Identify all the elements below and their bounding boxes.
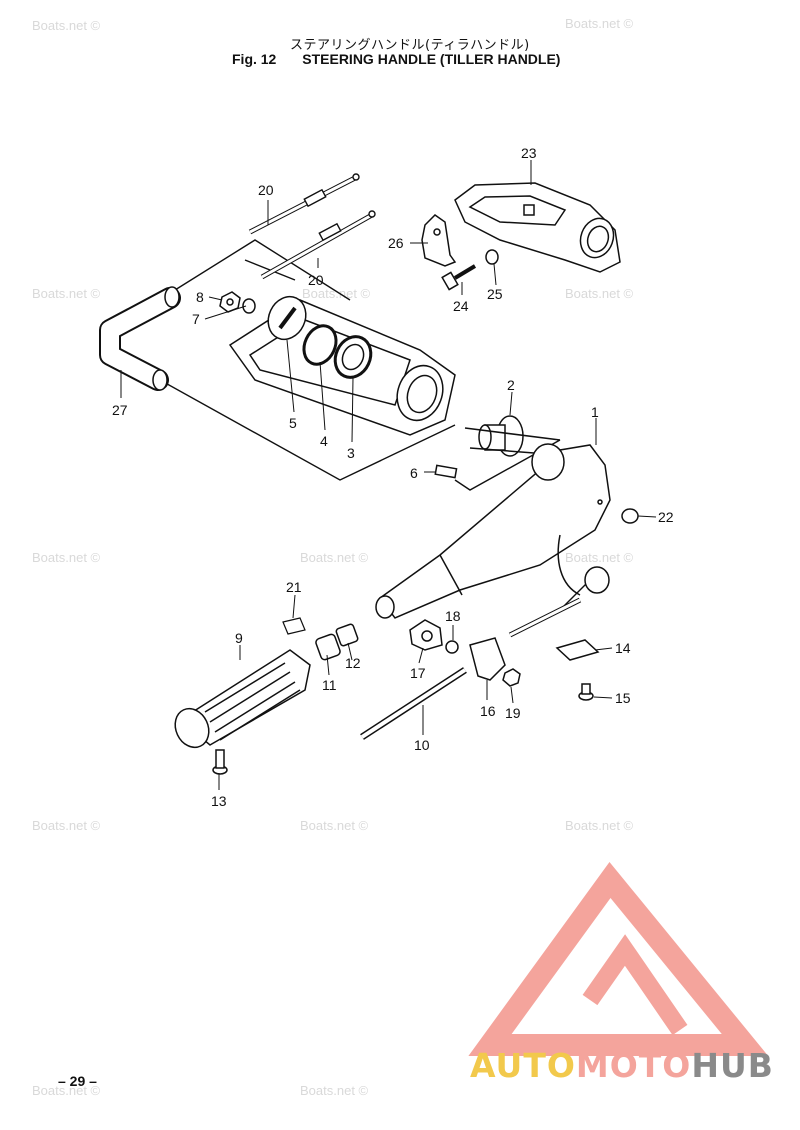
callout-1: 1 [591, 404, 599, 420]
cap-part-22 [621, 508, 639, 524]
collar-parts-11-12 [315, 623, 359, 661]
callout-17: 17 [410, 665, 426, 681]
gasket-parts [267, 295, 373, 379]
callout-15: 15 [615, 690, 631, 706]
rod-part-10 [360, 667, 467, 740]
callout-2: 2 [507, 377, 515, 393]
bolt-part-24 [441, 264, 477, 291]
brand-logo: AUTOMOTOHUB [470, 1046, 774, 1085]
logo-part-auto: AUTO [470, 1046, 576, 1085]
washer-part-25 [485, 249, 499, 265]
watermark-text: Boats.net © [565, 16, 634, 31]
logo-part-moto: MOTO [575, 1046, 692, 1085]
callout-10: 10 [414, 737, 430, 753]
watermark-text: Boats.net © [32, 1083, 101, 1098]
callout-8: 8 [196, 289, 204, 305]
callout-20-upper: 20 [258, 182, 274, 198]
watermark-text: Boats.net © [565, 818, 634, 833]
leader-lines [120, 160, 657, 790]
top-handle-part-23 [454, 182, 621, 273]
watermark-text: Boats.net © [32, 286, 101, 301]
callout-26: 26 [388, 235, 404, 251]
watermark-text: Boats.net © [300, 1083, 369, 1098]
callout-21: 21 [286, 579, 302, 595]
nut-part-19 [502, 668, 521, 687]
plate-part-14 [555, 639, 600, 661]
callout-22: 22 [658, 509, 674, 525]
nut-washer-parts [219, 291, 256, 314]
callout-18: 18 [445, 608, 461, 624]
watermark-text: Boats.net © [565, 550, 634, 565]
callout-7: 7 [192, 311, 200, 327]
bracket-part-16 [469, 637, 506, 681]
figure-title-english: STEERING HANDLE (TILLER HANDLE) [302, 51, 561, 67]
callout-14: 14 [615, 640, 631, 656]
callout-11: 11 [322, 677, 337, 693]
watermark-text: Boats.net © [32, 818, 101, 833]
callout-16: 16 [480, 703, 496, 719]
callout-24: 24 [453, 298, 469, 314]
callout-4: 4 [320, 433, 328, 449]
logo-part-hub: HUB [691, 1046, 774, 1085]
callout-19: 19 [505, 705, 521, 721]
watermark-text: Boats.net © [300, 550, 369, 565]
stud-part-6 [434, 464, 458, 479]
callout-3: 3 [347, 445, 355, 461]
watermark-text: Boats.net © [302, 286, 371, 301]
washer-part-18 [445, 640, 459, 654]
figure-title: Fig. 12 STEERING HANDLE (TILLER HANDLE) [232, 51, 560, 67]
title-japanese: ステアリングハンドル(ティラハンドル) [290, 38, 530, 53]
callout-labels: 20 20 23 26 24 25 8 7 27 5 4 3 2 1 6 22 … [112, 145, 674, 809]
logo-triangle [468, 862, 769, 1056]
throttle-shaft-assembly [508, 534, 610, 638]
callout-25: 25 [487, 286, 503, 302]
screw-part-15 [578, 683, 594, 701]
watermark-text: Boats.net © [32, 18, 101, 33]
bushing-part-2 [464, 415, 561, 457]
watermarks: Boats.net © Boats.net © Boats.net © Boat… [32, 16, 634, 1098]
clamp-part-26 [421, 214, 457, 267]
tiller-arm-part-1 [375, 443, 611, 619]
callout-20-lower: 20 [308, 272, 324, 288]
callout-9: 9 [235, 630, 243, 646]
knob-part-17 [409, 619, 443, 651]
callout-27: 27 [112, 402, 128, 418]
callout-13: 13 [211, 793, 227, 809]
callout-6: 6 [410, 465, 418, 481]
grip-part-9 [174, 649, 311, 749]
callout-12: 12 [345, 655, 361, 671]
callout-23: 23 [521, 145, 537, 161]
watermark-text: Boats.net © [32, 550, 101, 565]
figure-number: Fig. 12 [232, 51, 277, 67]
watermark-text: Boats.net © [300, 818, 369, 833]
hose-part-27 [99, 286, 181, 391]
page-number: – 29 – [58, 1073, 97, 1089]
watermark-text: Boats.net © [565, 286, 634, 301]
callout-5: 5 [289, 415, 297, 431]
plate-part-21 [282, 617, 306, 635]
screw-part-13 [212, 749, 228, 775]
